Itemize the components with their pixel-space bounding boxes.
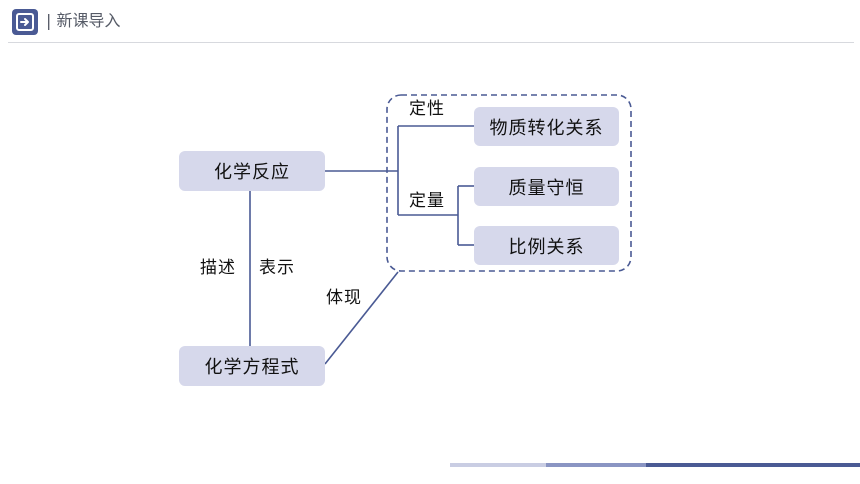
label-quantitative: 定量 [409, 191, 445, 211]
dashed-group-frame [386, 94, 632, 272]
label-represent: 表示 [259, 258, 295, 278]
footer-bar-mid [546, 463, 646, 467]
node-ratio-relation: 比例关系 [474, 226, 619, 265]
page-title: | 新课导入 [46, 11, 121, 30]
node-chemical-reaction: 化学反应 [179, 151, 325, 191]
connector-equation-group [324, 271, 399, 365]
label-embody: 体现 [326, 288, 362, 308]
label-describe: 描述 [200, 258, 236, 278]
node-mass-conservation: 质量守恒 [474, 167, 619, 206]
footer-bar-light [450, 463, 546, 467]
node-chemical-equation: 化学方程式 [179, 346, 325, 386]
footer-bar-dark [646, 463, 860, 467]
label-qualitative: 定性 [409, 99, 445, 119]
header-divider [8, 42, 854, 43]
import-square-icon [12, 9, 38, 35]
header: | 新课导入 [0, 0, 860, 44]
node-substance-transformation: 物质转化关系 [474, 107, 619, 146]
